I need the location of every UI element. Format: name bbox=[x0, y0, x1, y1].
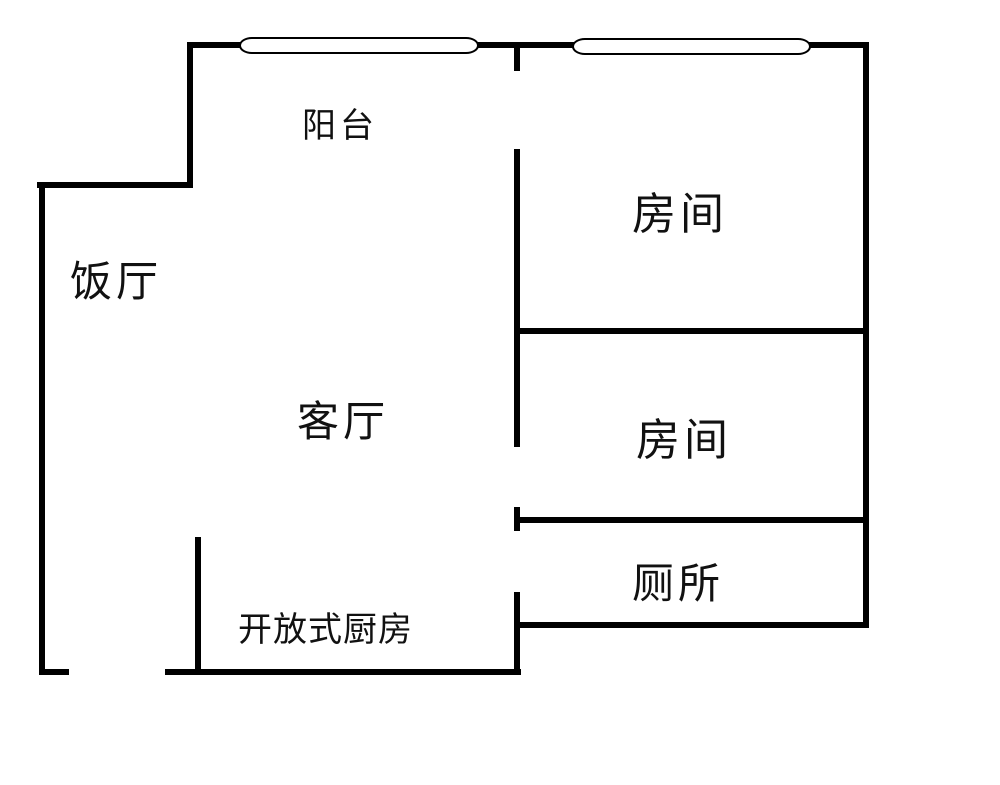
room-label-bedroom-1: 房间 bbox=[632, 189, 728, 240]
room-label-balcony: 阳台 bbox=[302, 106, 378, 146]
room-label-kitchen: 开放式厨房 bbox=[238, 610, 413, 650]
room-label-living: 客厅 bbox=[297, 397, 390, 446]
room-label-bedroom-2: 房间 bbox=[636, 415, 732, 466]
room-label-dining: 饭厅 bbox=[70, 257, 163, 306]
window-balcony bbox=[239, 37, 479, 54]
window-bedroom bbox=[572, 38, 811, 55]
room-label-toilet: 厕所 bbox=[632, 559, 725, 608]
